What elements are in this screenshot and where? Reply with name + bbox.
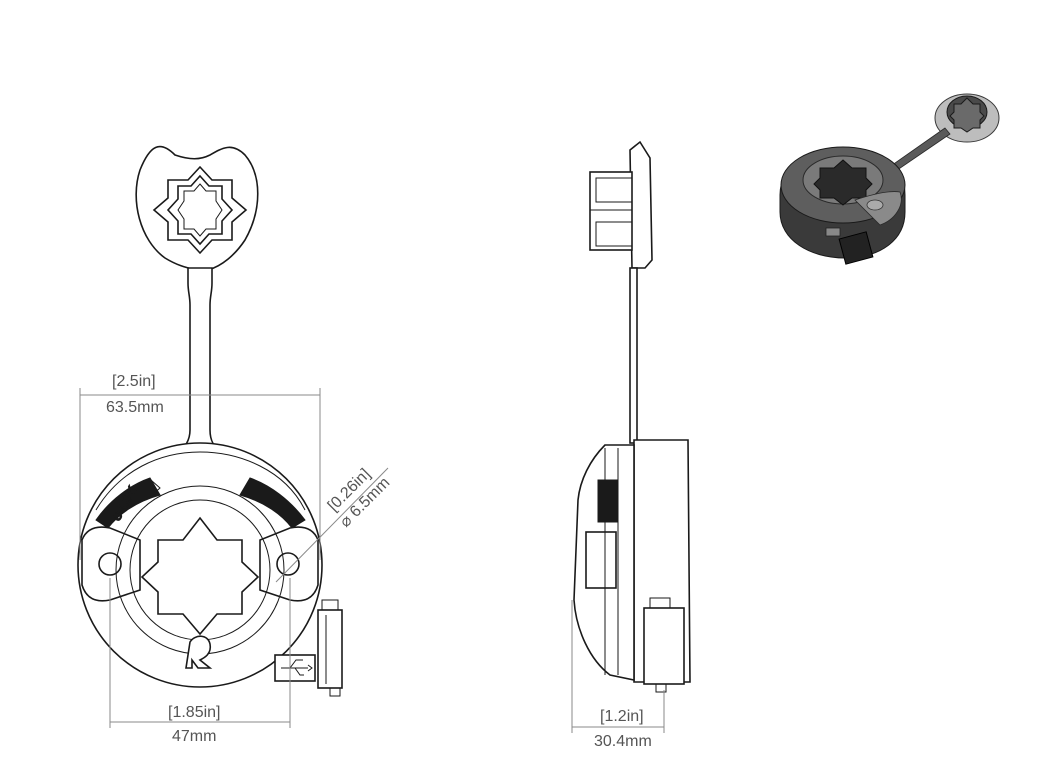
iso-view bbox=[779, 93, 1000, 265]
front-cap bbox=[135, 145, 259, 271]
depth-dimension: [1.2in] 30.4mm bbox=[571, 600, 665, 750]
body-star-socket bbox=[140, 516, 260, 636]
cap-star-inner bbox=[177, 183, 223, 237]
hole-spacing-imperial: [1.85in] bbox=[168, 704, 220, 721]
right-dark-band bbox=[239, 477, 306, 529]
right-mount-hole bbox=[276, 552, 300, 576]
hole-spacing-dimension: [1.85in] 47mm bbox=[109, 578, 291, 745]
brand-emblem-icon bbox=[185, 635, 213, 669]
side-dark-grip bbox=[597, 479, 619, 523]
side-view: [1.2in] 30.4mm bbox=[571, 140, 691, 750]
front-view: U-LOK [2.5in] 63.5mm [1.85in] bbox=[77, 145, 393, 745]
width-dimension-imperial: [2.5in] bbox=[112, 373, 156, 390]
hole-spacing-metric: 47mm bbox=[172, 728, 216, 745]
front-tether bbox=[174, 267, 223, 453]
width-dimension: [2.5in] 63.5mm bbox=[79, 373, 321, 560]
left-mount-hole bbox=[98, 552, 122, 576]
depth-dimension-metric: 30.4mm bbox=[594, 733, 652, 750]
usb-icon bbox=[281, 659, 313, 676]
front-body: U-LOK bbox=[77, 442, 343, 697]
width-dimension-metric: 63.5mm bbox=[106, 399, 164, 416]
arrow-icon bbox=[139, 479, 161, 497]
depth-dimension-imperial: [1.2in] bbox=[600, 708, 644, 725]
